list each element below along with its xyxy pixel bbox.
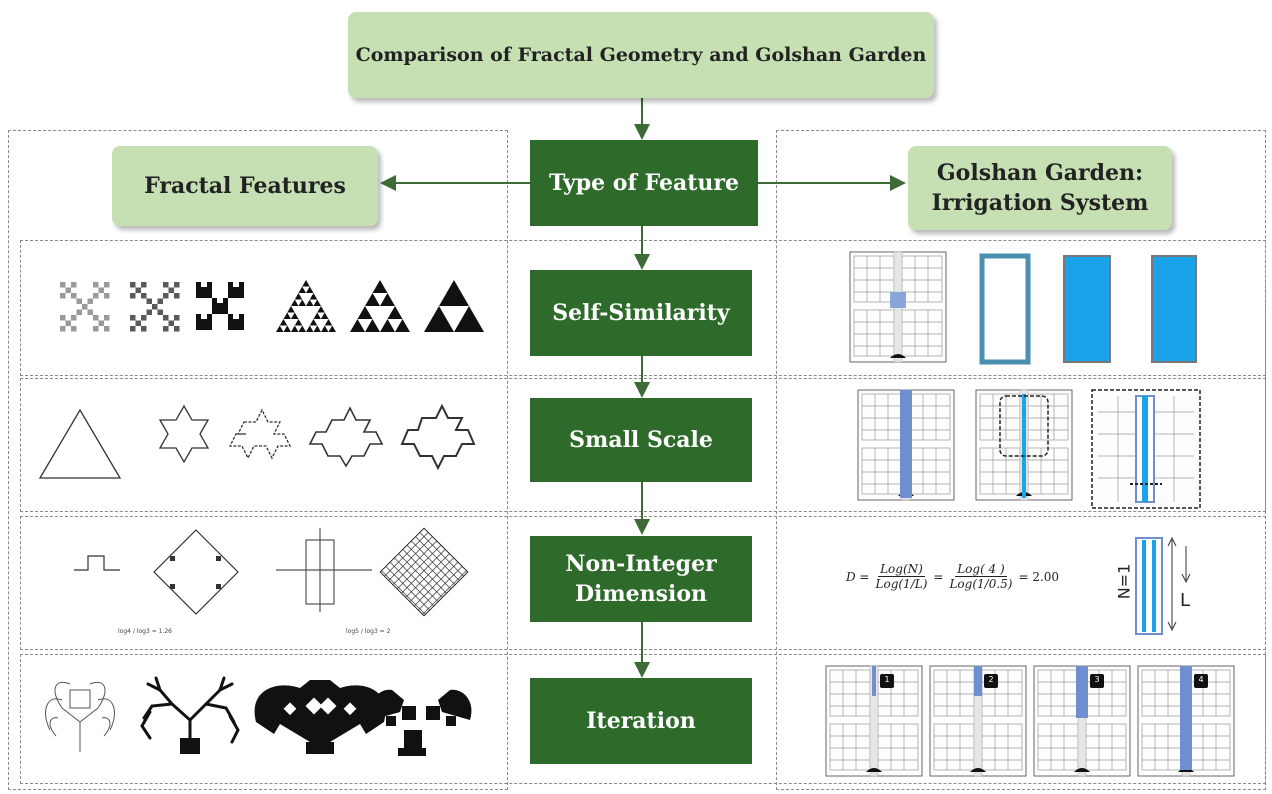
golshan-garden-box: Golshan Garden: Irrigation System [908,146,1172,230]
iteration-badge-2: 2 [988,675,994,684]
iteration-plan-2 [929,665,1027,777]
vicsek-fractal-dark [196,282,244,330]
sierpinski-level2 [424,280,484,332]
self-similarity-box: Self-Similarity [530,270,752,356]
golshan-garden-line2: Irrigation System [931,190,1149,216]
formula-den2: Log(1/0.5) [949,577,1013,591]
iteration-plan-1 [825,665,923,777]
self-similarity-text: Self-Similarity [552,300,730,326]
cross-generator [276,528,372,612]
n-label: N=1 [1114,563,1134,600]
formula-fraction-2: Log( 4 ) Log(1/0.5) [947,562,1014,591]
fractal-features-text: Fractal Features [144,173,346,199]
basin-filled-1 [1063,255,1111,363]
fractal-caption-right: log5 / log3 = 2 [346,628,391,635]
non-integer-text: Non-Integer [565,551,717,577]
iteration-badge-1: 1 [884,675,890,684]
channel-dimension-diagram [1135,536,1191,635]
koch-level4 [400,403,476,471]
iteration-badge-3: 3 [1094,675,1100,684]
formula-d: D = [846,569,870,584]
koch-level2 [228,408,292,460]
koch-level3 [308,406,384,468]
title-text: Comparison of Fractal Geometry and Golsh… [355,44,927,66]
fractal-features-box: Fractal Features [112,146,378,226]
iteration-plan-4 [1137,665,1235,777]
formula-fraction-1: Log(N) Log(1/L) [874,562,930,591]
formula-equals: = [933,569,944,584]
pythagoras-tree-filled-holes [283,697,357,716]
sierpinski-level4 [276,280,336,332]
garden-plan-self-similarity [849,251,947,363]
fractal-caption-left: log4 / log3 ≈ 1.26 [118,628,172,635]
formula-num1: Log(N) [878,562,925,577]
basin-filled-2 [1151,255,1197,363]
l-label: L [1180,590,1191,611]
pythagoras-tree-branches-base [180,738,200,754]
garden-plan-small-scale-3 [1091,389,1201,509]
type-of-feature-box: Type of Feature [530,140,758,226]
iteration-box: Iteration [530,678,752,764]
title-box: Comparison of Fractal Geometry and Golsh… [348,12,934,98]
koch-square-corners [170,556,221,589]
dense-grid-diamond [379,527,469,617]
iteration-plan-3 [1033,665,1131,777]
small-scale-box: Small Scale [530,398,752,482]
koch-star [158,404,210,464]
garden-plan-small-scale-2 [975,389,1073,501]
koch-square-curve [153,529,239,615]
formula-den1: Log(1/L) [875,577,928,591]
non-integer-dimension-box: Non-Integer Dimension [530,536,752,622]
pythagoras-tree-filled [254,680,386,754]
formula-num2: Log( 4 ) [955,562,1007,577]
koch-generator [74,555,120,571]
dimension-formula: D = Log(N) Log(1/L) = Log( 4 ) Log(1/0.5… [846,562,1059,591]
small-scale-text: Small Scale [569,427,713,453]
basin-outline [979,253,1031,365]
iteration-badge-4: 4 [1198,675,1204,684]
pythagoras-tree-mixed [370,689,472,756]
left-column-frame [8,130,508,790]
iteration-text: Iteration [586,708,696,734]
golshan-garden-line1: Golshan Garden: [936,160,1144,186]
pythagoras-tree-outline [45,682,115,752]
type-of-feature-text: Type of Feature [549,170,739,196]
garden-plan-small-scale-1 [857,389,955,501]
pythagoras-tree-branches [140,676,240,748]
formula-result: = 2.00 [1018,569,1060,584]
sierpinski-level3 [350,280,410,332]
dimension-text: Dimension [574,581,708,607]
koch-triangle [38,408,122,479]
